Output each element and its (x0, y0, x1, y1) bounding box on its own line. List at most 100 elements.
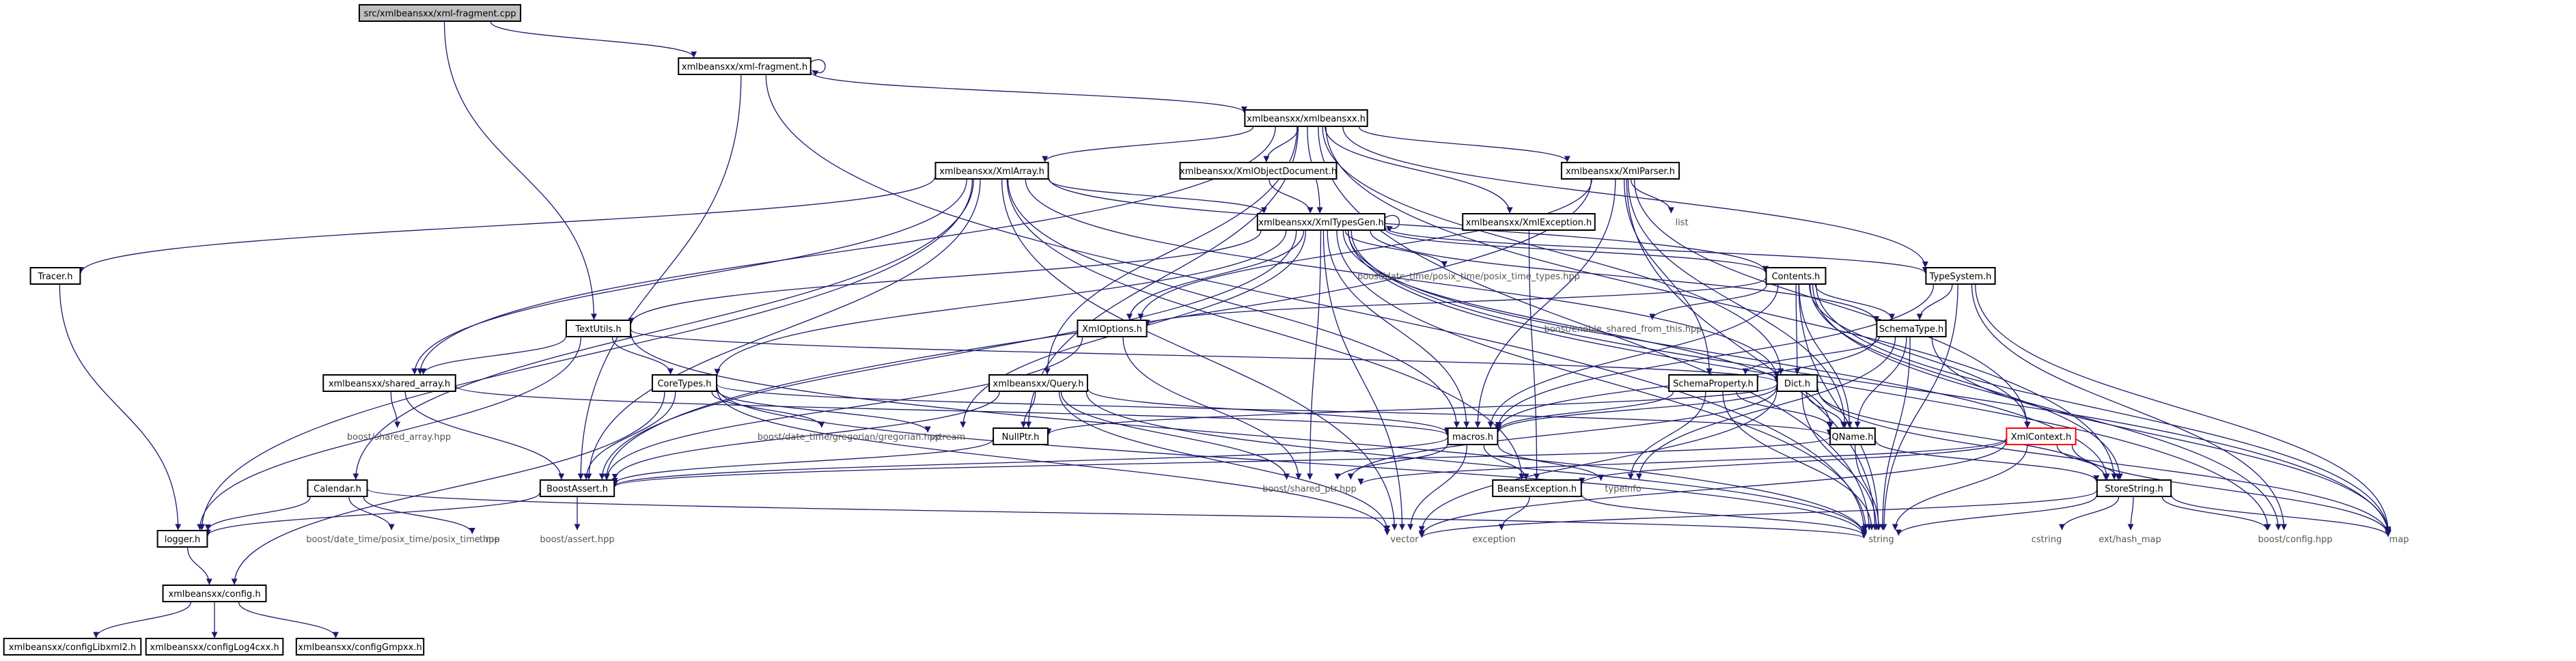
node-box (358, 4, 522, 22)
edge (1483, 445, 1529, 480)
node-storestring[interactable]: StoreString.h (2096, 479, 2172, 497)
edge (1633, 179, 2030, 428)
node-xmlobjectdocument[interactable]: xmlbeansxx/XmlObjectDocument.h (1179, 162, 1338, 180)
edge (714, 230, 1287, 376)
edge-query-to-boostassert (611, 391, 1000, 480)
edge-calendar-to-logger (204, 496, 311, 531)
node-xmlfragment[interactable]: xmlbeansxx/xml-fragment.h (678, 57, 812, 75)
node-qname[interactable]: QName.h (1829, 427, 1876, 445)
edge-xmltypesgen-to-xmloptions (1126, 230, 1305, 320)
edge (1854, 337, 1907, 428)
edge-xmlarray-to-vector (1001, 179, 1398, 531)
node-list: list (1675, 218, 1688, 228)
node-label: StoreString.h (2105, 484, 2163, 494)
edge (1495, 284, 1935, 429)
node-tracer[interactable]: Tracer.h (29, 267, 81, 285)
node-dict[interactable]: Dict.h (1776, 374, 1818, 392)
edge (1344, 230, 1448, 268)
edge-xmlbeansxx-to-typesystem (1342, 126, 1928, 268)
node-label: map (2390, 535, 2409, 545)
edge (420, 337, 566, 375)
node-box (651, 374, 718, 392)
edge-contents-to-storestring (1810, 284, 2123, 480)
node-cstring: cstring (2032, 535, 2062, 545)
edge-xmltypesgen-to-string (1336, 230, 1869, 531)
node-schemaproperty[interactable]: SchemaProperty.h (1668, 374, 1758, 392)
edge (2127, 496, 2134, 531)
edge (404, 391, 565, 480)
edge (93, 602, 191, 638)
node-xmlexception[interactable]: xmlbeansxx/XmlException.h (1462, 213, 1596, 231)
edge-sharedarray-to-boostassert (404, 391, 565, 480)
edge-coretypes-to-boostassert (583, 391, 676, 480)
edge-storestring-to-hashmap (2127, 496, 2134, 531)
edge-xmlobjectdocument-to-xmltypesgen (1269, 179, 1314, 214)
edge-storestring-to-boostconfig (2161, 496, 2271, 531)
node-macros[interactable]: macros.h (1447, 427, 1499, 445)
node-label: Calendar.h (314, 484, 361, 494)
edge (199, 179, 973, 531)
node-xmlbeansxx[interactable]: xmlbeansxx/xmlbeansxx.h (1244, 109, 1368, 127)
node-boostassert[interactable]: BoostAssert.h (539, 479, 615, 497)
node-beansexception[interactable]: BeansException.h (1492, 479, 1582, 497)
edge (1627, 179, 1848, 428)
node-schematype[interactable]: SchemaType.h (1876, 320, 1947, 337)
edge-coretypes-to-sstream (717, 389, 931, 433)
node-query[interactable]: xmlbeansxx/Query.h (988, 374, 1088, 392)
edge (1085, 391, 1868, 536)
edge (2071, 445, 2392, 536)
edge (1407, 445, 1467, 531)
node-textutils[interactable]: TextUtils.h (565, 320, 632, 337)
node-xmlparser[interactable]: xmlbeansxx/XmlParser.h (1560, 162, 1680, 180)
node-xmloptions[interactable]: XmlOptions.h (1077, 320, 1148, 337)
node-xmlarray[interactable]: xmlbeansxx/XmlArray.h (934, 162, 1049, 180)
node-calendar[interactable]: Calendar.h (307, 479, 368, 497)
edge (1810, 284, 2123, 480)
edge-schemaproperty-to-macros (1495, 391, 1674, 432)
node-configlog4cxx[interactable]: xmlbeansxx/configLog4cxx.h (145, 638, 284, 656)
edge-macros-to-vector (1407, 445, 1467, 531)
node-box (3, 638, 142, 656)
node-sharedarray[interactable]: xmlbeansxx/shared_array.h (322, 374, 456, 392)
node-label: boost/date_time/posix_time/posix_time.hp… (306, 535, 500, 545)
edge-sharedarray-to-boostsharedarray (390, 391, 401, 428)
edge (1419, 490, 2097, 538)
node-label: typeinfo (1605, 484, 1641, 494)
node-boostconfig: boost/config.hpp (2258, 535, 2332, 545)
node-posixtime: boost/date_time/posix_time/posix_time.hp… (306, 535, 500, 545)
node-root[interactable]: src/xmlbeansxx/xml-fragment.cpp (358, 4, 522, 22)
edge-contents-to-map (1816, 284, 2392, 535)
edge-xmltypesgen-to-macros (1327, 230, 1470, 428)
node-typesystem[interactable]: TypeSystem.h (1925, 267, 1996, 285)
edge (2161, 496, 2271, 531)
node-box (993, 427, 1049, 445)
edge-macros-to-typeinfo (1497, 445, 1605, 481)
edge-xmlfragment-to-boostassert (577, 74, 742, 480)
node-logger[interactable]: logger.h (156, 530, 208, 548)
node-configgmpxx[interactable]: xmlbeansxx/configGmpxx.h (295, 638, 425, 656)
node-configlibxml2[interactable]: xmlbeansxx/configLibxml2.h (3, 638, 142, 656)
edge-config-to-configgmpxx (238, 602, 340, 638)
edge-qname-to-boostassert (612, 436, 1830, 488)
edge-schemaproperty-to-string (1722, 391, 1875, 531)
node-label: boost/enable_shared_from_this.hpp (1544, 324, 1702, 335)
node-config[interactable]: xmlbeansxx/config.h (162, 585, 267, 602)
edge (612, 436, 1830, 488)
node-gregorian: boost/date_time/gregorian/gregorian.hpp (758, 432, 941, 442)
edge-contents-to-xmlcontext (1809, 284, 2031, 428)
node-box (539, 479, 615, 497)
node-box (1560, 162, 1680, 180)
edge-xmlcontext-to-map (2071, 445, 2392, 536)
edge-xmltypesgen-to-posixtimetypes (1344, 230, 1448, 268)
edge-xmlbeansxx-to-string (1318, 126, 1872, 531)
edge (1020, 391, 1036, 428)
node-xmlcontext[interactable]: XmlContext.h (2006, 427, 2077, 445)
edge (231, 391, 665, 585)
node-nullptr[interactable]: NullPtr.h (993, 427, 1049, 445)
node-xmltypesgen[interactable]: xmlbeansxx/XmlTypesGen.h (1256, 213, 1386, 231)
node-coretypes[interactable]: CoreTypes.h (651, 374, 718, 392)
edge-schemaproperty-to-qname (1736, 391, 1833, 428)
edge-schematype-to-map (1931, 337, 2392, 535)
node-contents[interactable]: Contents.h (1765, 267, 1827, 285)
